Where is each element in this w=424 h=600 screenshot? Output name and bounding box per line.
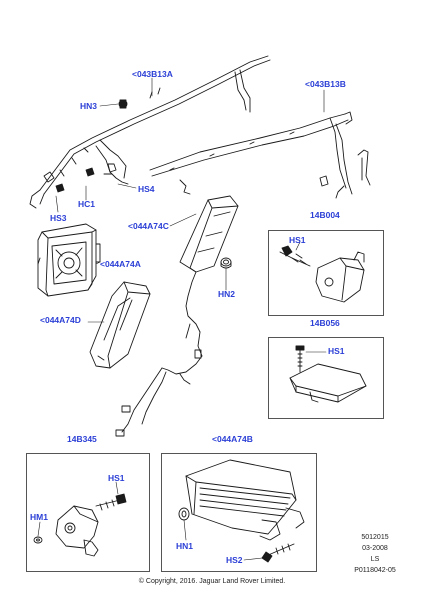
curtain-airbag-left	[29, 55, 271, 209]
callout-14B345-hs1: HS1	[108, 473, 125, 483]
callout-14B004: 14B004	[310, 210, 340, 220]
callout-hc1: HC1	[78, 199, 96, 209]
callout-14B004-hs1: HS1	[289, 235, 306, 245]
callout-043B13B: <043B13B	[305, 79, 346, 89]
callout-044A74A: <044A74A	[100, 259, 141, 269]
module-14B056	[289, 345, 367, 403]
passenger-airbag-044A74B	[178, 459, 305, 563]
copyright-notice: © Copyright, 2016. Jaguar Land Rover Lim…	[138, 578, 286, 585]
curtain-airbag-right	[149, 111, 371, 199]
driver-airbag-044A74A	[37, 223, 101, 297]
ref-code-ls: LS	[370, 556, 380, 563]
knee-airbag-044A74D	[89, 281, 151, 369]
callout-hs4: HS4	[138, 184, 155, 194]
callout-hs3: HS3	[50, 213, 67, 223]
callout-hn3: HN3	[80, 101, 98, 111]
ref-code-1: 5012015	[361, 534, 389, 541]
ref-illustration-id: P0118042-05	[354, 567, 396, 574]
callout-hn2: HN2	[218, 289, 236, 299]
sensor-14B345	[33, 493, 127, 557]
callout-044A74B: <044A74B	[212, 434, 253, 444]
callout-044A74B-hn1: HN1	[176, 541, 194, 551]
box-14B345	[26, 453, 150, 572]
box-14B056	[268, 337, 384, 419]
side-airbag-044A74C	[115, 195, 239, 437]
callout-14B056: 14B056	[310, 318, 340, 328]
sensor-14B004	[279, 245, 365, 303]
callout-14B345: 14B345	[67, 434, 97, 444]
callout-14B056-hs1: HS1	[328, 346, 345, 356]
callout-044A74D: <044A74D	[40, 315, 81, 325]
callout-044A74B-hs2: HS2	[226, 555, 243, 565]
nut-hn2	[220, 257, 232, 269]
callout-044A74C: <044A74C	[128, 221, 169, 231]
callout-14B345-hm1: HM1	[30, 512, 48, 522]
ref-date: 03-2008	[362, 545, 388, 552]
box-14B004	[268, 230, 384, 316]
callout-043B13A: <043B13A	[132, 69, 173, 79]
leader-lines	[37, 77, 327, 561]
box-044A74B	[161, 453, 317, 572]
